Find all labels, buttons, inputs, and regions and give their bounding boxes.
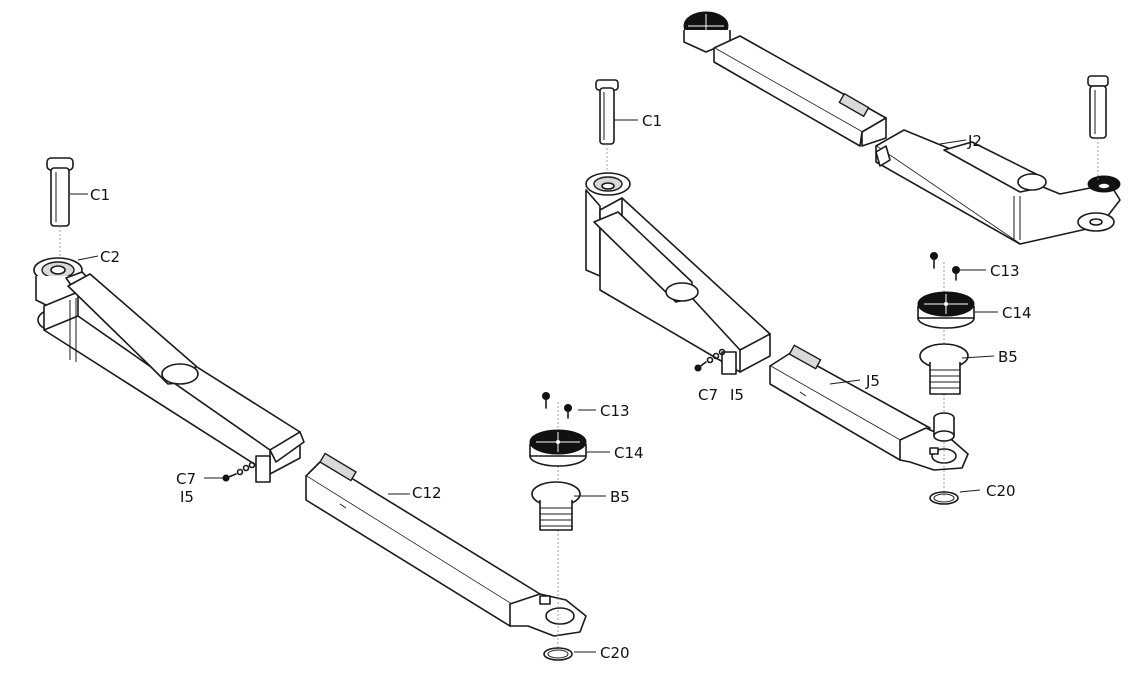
label-right-j2: J2: [967, 132, 982, 150]
left-leaders: [70, 193, 610, 653]
label-left-c7: C7: [176, 470, 196, 488]
label-right-b5: B5: [998, 348, 1018, 366]
left-pad-stack: [529, 392, 587, 661]
label-left-c20: C20: [600, 644, 630, 662]
label-right-c1: C1: [642, 112, 662, 130]
label-right-i5: I5: [730, 386, 744, 404]
right-mount-arm: [585, 172, 771, 375]
right-extension-arm-j5: [769, 344, 969, 471]
right-pin-c1: [595, 79, 619, 176]
right-top-arm: [683, 11, 887, 147]
label-right-j5: J5: [865, 372, 880, 390]
label-left-c1: C1: [90, 186, 110, 204]
label-left-b5: B5: [610, 488, 630, 506]
label-left-c2: C2: [100, 248, 120, 266]
right-pin-top: [1087, 75, 1109, 180]
left-pin-c1: [46, 157, 74, 262]
left-arm-assembly: [33, 157, 610, 661]
label-left-i5: I5: [180, 488, 194, 506]
right-screw-c7: [694, 348, 726, 372]
label-left-c14: C14: [614, 444, 644, 462]
label-left-c13: C13: [600, 402, 630, 420]
label-right-c13: C13: [990, 262, 1020, 280]
label-right-c14: C14: [1002, 304, 1032, 322]
right-arm-assembly: [585, 11, 1121, 505]
label-left-c12: C12: [412, 484, 442, 502]
part-labels: C1 C2 C7 I5 C12 C13 C14 B5 C20 C1 J2 C13…: [90, 112, 1032, 662]
left-extension-arm-c12: [305, 452, 587, 637]
left-screw-c7: [222, 461, 256, 482]
right-leaders: [614, 119, 998, 493]
label-right-c20: C20: [986, 482, 1016, 500]
left-arm-body: [43, 273, 305, 483]
right-base-arm-j2: [875, 129, 1121, 245]
label-right-c7: C7: [698, 386, 718, 404]
